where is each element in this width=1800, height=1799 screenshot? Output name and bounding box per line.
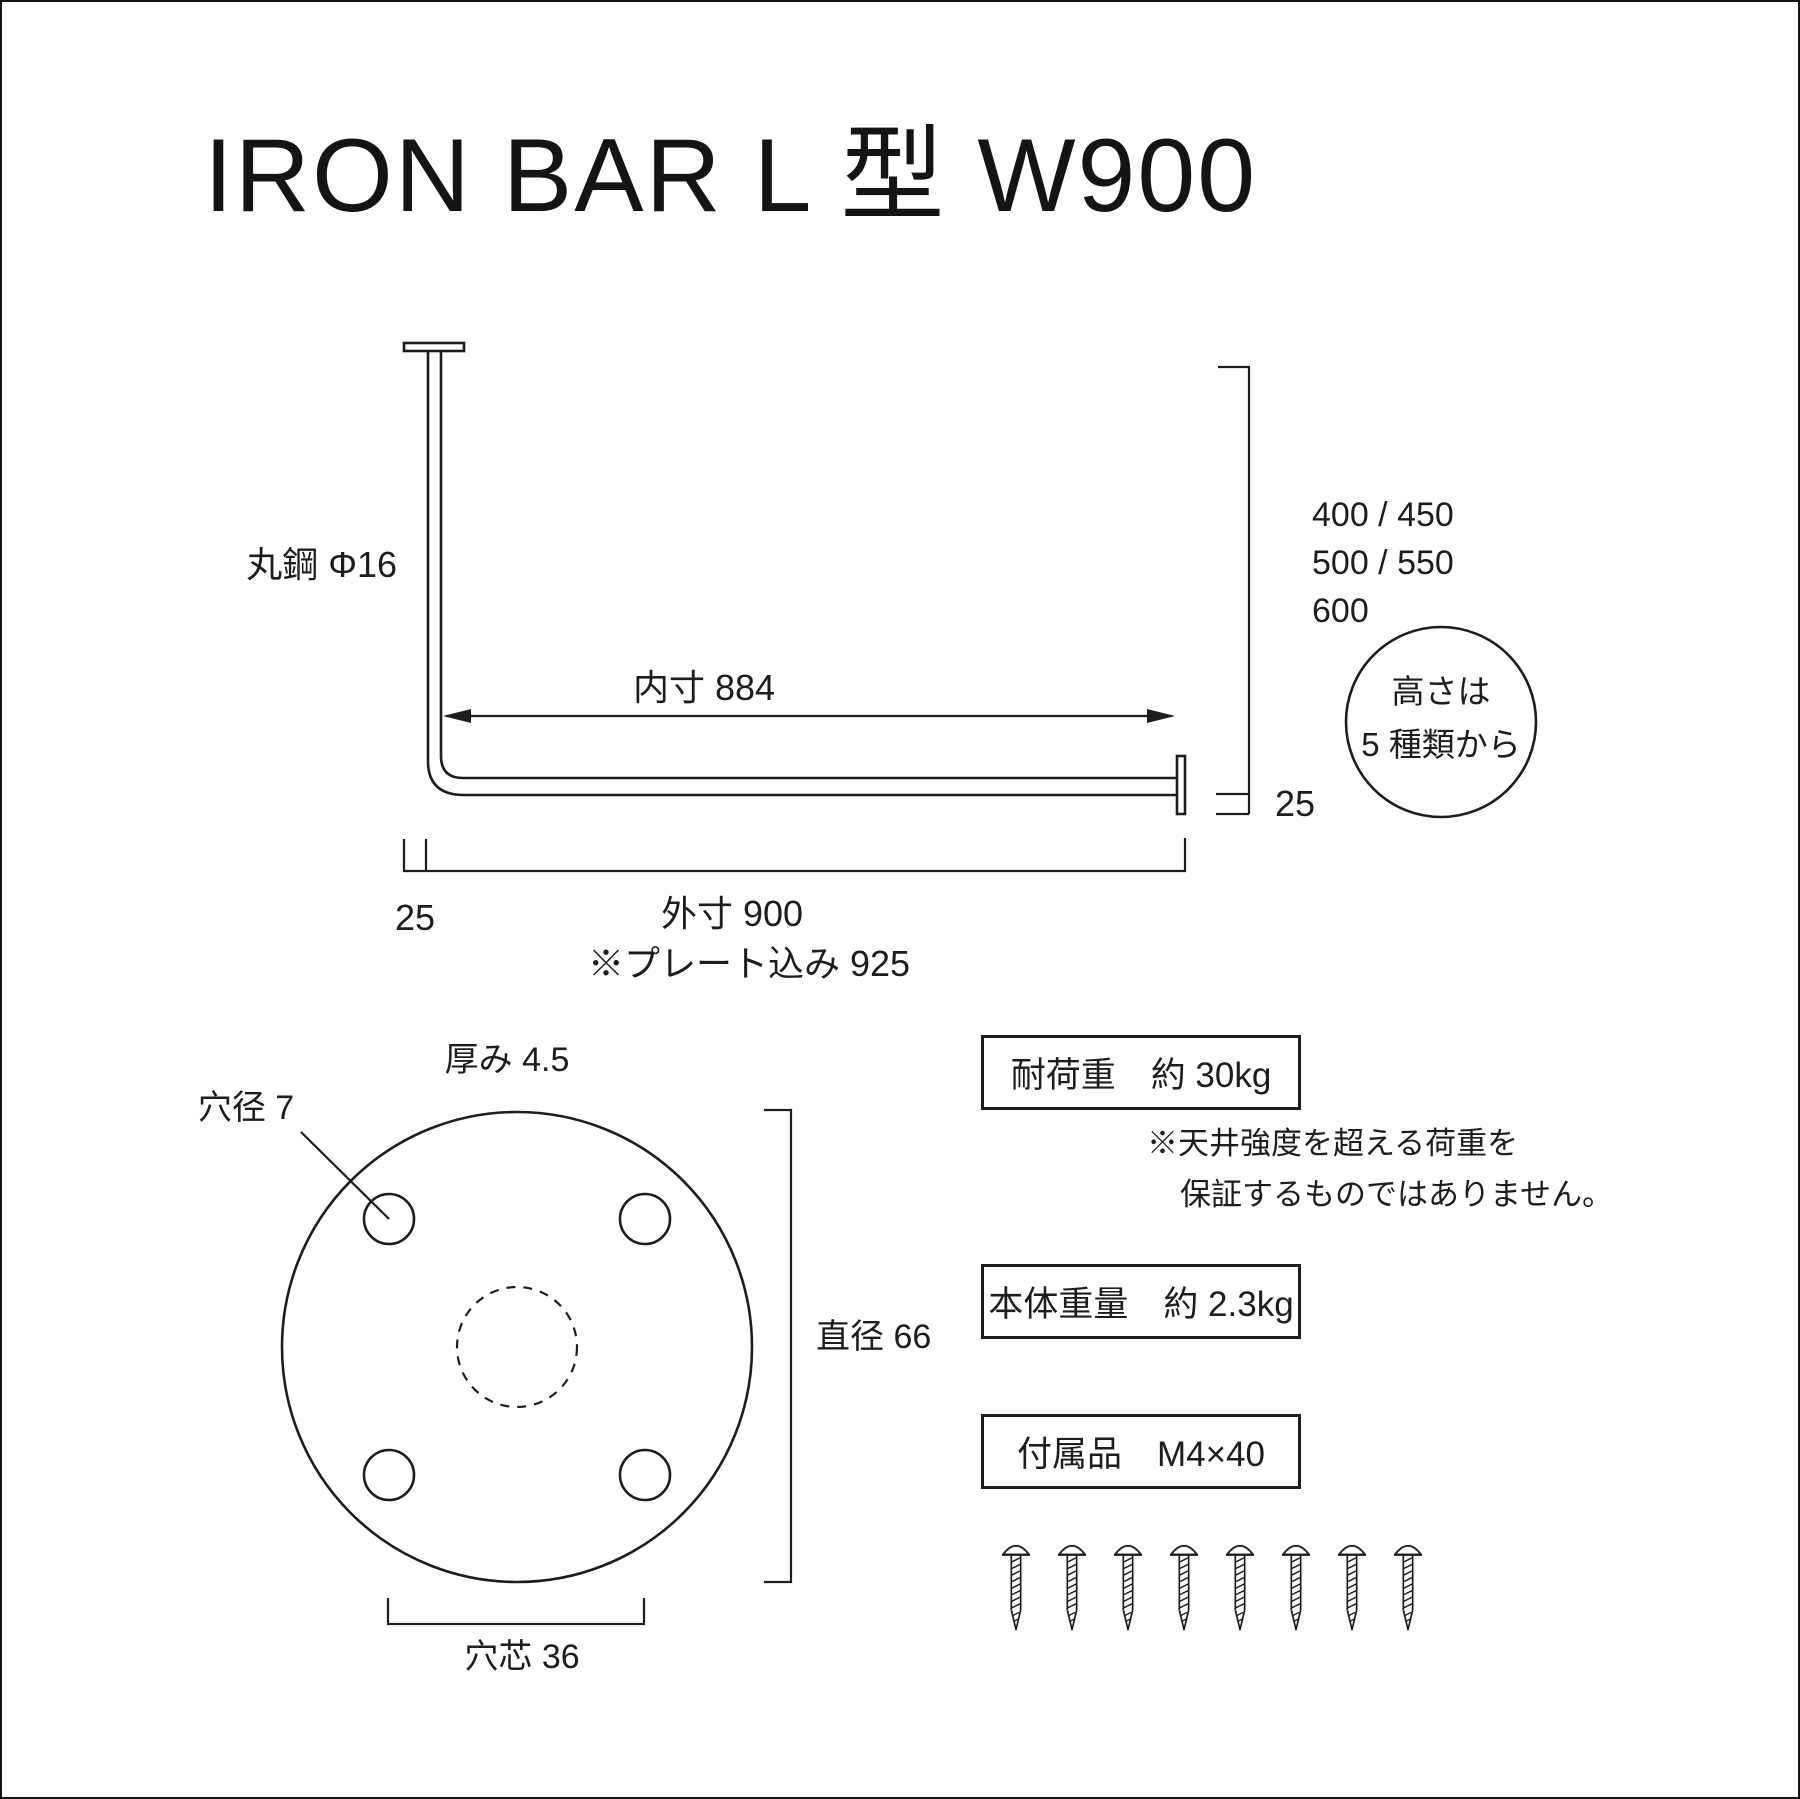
screw-illustration — [1225, 1544, 1255, 1631]
screw-illustration — [1113, 1544, 1143, 1631]
inner-dim-arrow — [443, 709, 1175, 723]
load-note-line1: ※天井強度を超える荷重を — [1147, 1126, 1519, 1161]
height-option-1: 400 / 450 — [1312, 496, 1454, 534]
accessories-box: 付属品 M4×40 — [981, 1414, 1301, 1489]
height-option-3: 600 — [1312, 592, 1369, 630]
outer-dim-label: 外寸 900 — [660, 893, 804, 934]
body-weight-box: 本体重量 約 2.3kg — [981, 1264, 1301, 1339]
plate-offset-right-label: 25 — [1275, 783, 1316, 824]
hole-pitch-bracket — [386, 1598, 646, 1626]
accessories-text: 付属品 M4×40 — [1017, 1435, 1265, 1474]
height-dim-lines — [1216, 365, 1251, 816]
body-weight-text: 本体重量 約 2.3kg — [988, 1285, 1294, 1324]
thickness-label: 厚み 4.5 — [444, 1041, 570, 1079]
screw-illustration — [1001, 1544, 1031, 1631]
rod-phantom-circle — [455, 1285, 579, 1409]
outer-dim-bracket — [402, 838, 1187, 873]
hole-dia-leader — [300, 1131, 390, 1220]
end-plate-shape — [1175, 754, 1187, 816]
ceiling-plate-shape — [402, 341, 466, 353]
rod-spec-label: 丸鋼 Φ16 — [246, 544, 397, 585]
height-bubble-text: 高さは 5 種類から — [1361, 665, 1521, 771]
screw-illustration — [1057, 1544, 1087, 1631]
load-capacity-box: 耐荷重 約 30kg — [981, 1035, 1301, 1110]
screws-row — [1001, 1544, 1423, 1631]
flange-plate-shape — [280, 1110, 754, 1584]
height-option-2: 500 / 550 — [1312, 544, 1454, 582]
load-capacity-text: 耐荷重 約 30kg — [1010, 1056, 1272, 1095]
load-note-line2: 保証するものではありません。 — [1180, 1177, 1614, 1212]
hole-pitch-label: 穴芯 36 — [464, 1638, 580, 1676]
height-bubble-line2: 5 種類から — [1361, 726, 1521, 763]
plate-offset-left-label: 25 — [394, 897, 436, 938]
page-title: IRON BAR L 型 W900 — [204, 118, 1258, 234]
screw-illustration — [1169, 1544, 1199, 1631]
l-bar-rod-shape — [426, 351, 1178, 797]
outer-dim-note: ※プレート込み 925 — [587, 943, 911, 984]
height-bubble-circle — [1344, 625, 1538, 819]
flange-dia-bracket — [764, 1108, 793, 1584]
height-bubble-line1: 高さは — [1391, 673, 1491, 710]
screw-illustration — [1393, 1544, 1423, 1631]
screw-illustration — [1337, 1544, 1367, 1631]
flange-diameter-label: 直径 66 — [816, 1318, 932, 1356]
inner-dim-label: 内寸 884 — [632, 667, 776, 708]
height-options: 400 / 450 500 / 550 600 — [1312, 491, 1454, 635]
hole-diameter-label: 穴径 7 — [197, 1089, 295, 1127]
screw-illustration — [1281, 1544, 1311, 1631]
